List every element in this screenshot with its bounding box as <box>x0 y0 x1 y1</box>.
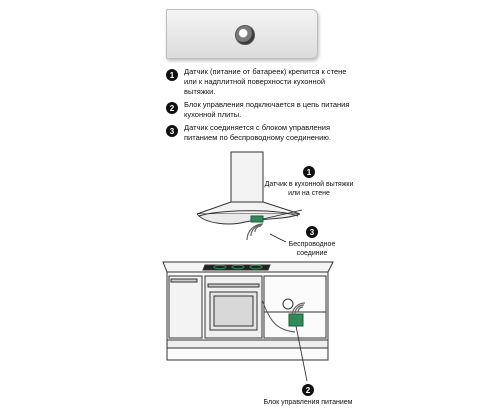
hood-sensor-icon <box>250 215 264 223</box>
callout-wireless: 3 Беспроводное соединие <box>282 226 342 258</box>
callout-number-badge: 3 <box>306 226 318 238</box>
wireless-signal-icon <box>246 223 264 241</box>
callout-text: Блок управления питанием <box>263 399 353 406</box>
sensor-device <box>166 9 318 59</box>
leader-lines <box>262 209 308 382</box>
wireless-signal-icon <box>291 302 306 317</box>
step-number-badge: 1 <box>166 69 178 81</box>
step-number-badge: 3 <box>166 125 178 137</box>
cooktop <box>202 264 271 271</box>
instruction-step-1: 1 Датчик (питание от батареек) крепится … <box>166 67 354 97</box>
step-text: Блок управления подключается в цепь пита… <box>184 100 350 119</box>
instruction-step-2: 2 Блок управления подключается в цепь пи… <box>166 100 354 120</box>
callout-control-unit: 2 Блок управления питанием <box>248 384 368 407</box>
instruction-step-3: 3 Датчик соединяется с блоком управления… <box>166 123 354 143</box>
callout-text: Датчик в кухонной вытяжки или на стене <box>264 181 354 197</box>
power-cable <box>261 299 296 333</box>
callout-sensor: 1 Датчик в кухонной вытяжки или на стене <box>264 166 354 198</box>
callout-text: Беспроводное соединие <box>288 241 336 257</box>
control-box-icon <box>282 298 304 327</box>
kitchen-counter <box>162 261 334 361</box>
step-text: Датчик (питание от батареек) крепится к … <box>184 67 347 96</box>
callout-number-badge: 1 <box>303 166 315 178</box>
sensor-lens-icon <box>235 25 255 45</box>
step-number-badge: 2 <box>166 102 178 114</box>
callout-number-badge: 2 <box>302 384 314 396</box>
step-text: Датчик соединяется с блоком управления п… <box>184 123 331 142</box>
